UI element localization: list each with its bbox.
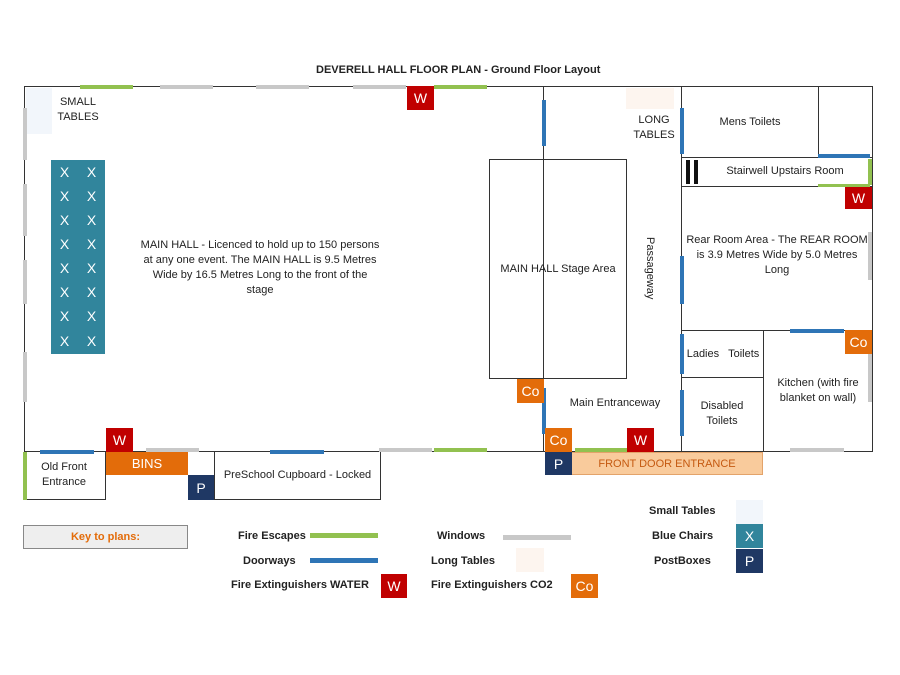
main-entranceway-label: Main Entranceway — [569, 397, 661, 409]
window — [23, 260, 27, 304]
window — [160, 85, 213, 89]
blue-chair: X — [78, 328, 105, 354]
rear-room-label: Rear Room Area - The REAR ROOM is 3.9 Me… — [686, 234, 868, 276]
ladies-toilets-label: Ladies Toilets — [686, 348, 760, 360]
window — [790, 448, 844, 452]
window — [353, 85, 406, 89]
fire-escape — [818, 184, 870, 187]
kitchen-label: Kitchen (with fire blanket on wall) — [777, 377, 859, 404]
long-tables-fill — [626, 88, 674, 109]
stage-label: MAIN HALL Stage Area — [500, 263, 616, 275]
doorway — [680, 108, 684, 154]
fire-escape — [80, 85, 133, 89]
water-extinguisher: W — [627, 428, 654, 452]
bins-label: BINS — [131, 456, 163, 471]
blue-chair: X — [78, 232, 105, 256]
key-postbox-badge: P — [736, 549, 763, 573]
window — [868, 232, 872, 280]
small-tables-label: SMALL TABLES — [57, 96, 99, 123]
window — [23, 108, 27, 160]
blue-chair: X — [51, 304, 78, 328]
key-water-badge: W — [381, 574, 407, 598]
doorway — [542, 100, 546, 146]
postbox: P — [188, 475, 214, 500]
blue-chair: X — [51, 208, 78, 232]
window — [23, 352, 27, 402]
blue-chair: X — [51, 160, 78, 184]
stair-bar — [686, 160, 690, 184]
doorway — [680, 390, 684, 436]
key-small-tables-label: Small Tables — [649, 505, 716, 517]
fire-escape — [434, 85, 487, 89]
window — [379, 448, 432, 452]
side-closet — [818, 86, 873, 158]
postbox: P — [545, 452, 572, 475]
water-extinguisher: W — [407, 86, 434, 110]
key-windows-label: Windows — [437, 530, 486, 542]
stage-area — [489, 159, 627, 379]
long-tables-label: LONG TABLES — [633, 114, 675, 141]
doorway — [680, 334, 684, 374]
key-fire-escapes-label: Fire Escapes — [238, 530, 306, 542]
key-blue-chair-swatch: X — [736, 524, 763, 548]
doorway — [542, 388, 546, 434]
key-fire-escape-swatch — [310, 533, 378, 538]
key-window-swatch — [503, 535, 571, 540]
window — [146, 448, 199, 452]
old-front-entrance-label: Old Front Entrance — [41, 461, 87, 488]
key-small-tables-swatch — [736, 500, 763, 524]
co2-extinguisher: Co — [545, 428, 572, 452]
small-tables-fill — [26, 88, 52, 134]
doorway — [818, 154, 870, 158]
key-doorway-swatch — [310, 558, 378, 563]
preschool-cupboard-label: PreSchool Cupboard - Locked — [223, 469, 372, 481]
key-long-tables-label: Long Tables — [431, 555, 495, 567]
water-extinguisher: W — [106, 428, 133, 452]
plan-title: DEVERELL HALL FLOOR PLAN - Ground Floor … — [316, 64, 601, 76]
doorway — [270, 450, 324, 454]
front-door-entrance-label: FRONT DOOR ENTRANCE — [598, 457, 736, 470]
blue-chair: X — [51, 256, 78, 280]
key-co2-badge: Co — [571, 574, 598, 598]
blue-chair: X — [51, 232, 78, 256]
key-postboxes-label: PostBoxes — [654, 555, 711, 567]
blue-chair: X — [78, 256, 105, 280]
window — [23, 184, 27, 236]
doorway — [40, 450, 94, 454]
passageway-label: Passageway — [644, 237, 656, 300]
blue-chair: X — [51, 280, 78, 304]
fire-escape — [434, 448, 487, 452]
water-extinguisher: W — [845, 187, 872, 209]
doorway — [790, 329, 844, 333]
mens-toilets-label: Mens Toilets — [719, 116, 781, 128]
blue-chair: X — [78, 184, 105, 208]
main-hall-label: MAIN HALL - Licenced to hold up to 150 p… — [140, 239, 380, 296]
disabled-toilets-label: Disabled Toilets — [700, 400, 744, 427]
stairwell-label: Stairwell Upstairs Room — [726, 165, 844, 177]
fire-escape — [868, 159, 872, 185]
key-blue-chairs-label: Blue Chairs — [652, 530, 714, 542]
window — [868, 352, 872, 402]
blue-chair: X — [51, 328, 78, 354]
blue-chair: X — [51, 184, 78, 208]
key-long-tables-swatch — [516, 548, 544, 572]
doorway — [680, 256, 684, 304]
stair-bar — [694, 160, 698, 184]
key-doorways-label: Doorways — [243, 555, 296, 567]
bins-area — [106, 452, 188, 475]
blue-chair: X — [78, 280, 105, 304]
co2-extinguisher: Co — [845, 330, 872, 354]
co2-extinguisher: Co — [517, 379, 544, 403]
key-co2-label: Fire Extinguishers CO2 — [431, 579, 553, 591]
fire-escape — [575, 448, 627, 452]
key-heading: Key to plans: — [23, 525, 188, 549]
blue-chair: X — [78, 160, 105, 184]
key-water-label: Fire Extinguishers WATER — [231, 579, 369, 591]
fire-escape — [23, 452, 27, 500]
window — [256, 85, 309, 89]
blue-chair: X — [78, 304, 105, 328]
blue-chair: X — [78, 208, 105, 232]
